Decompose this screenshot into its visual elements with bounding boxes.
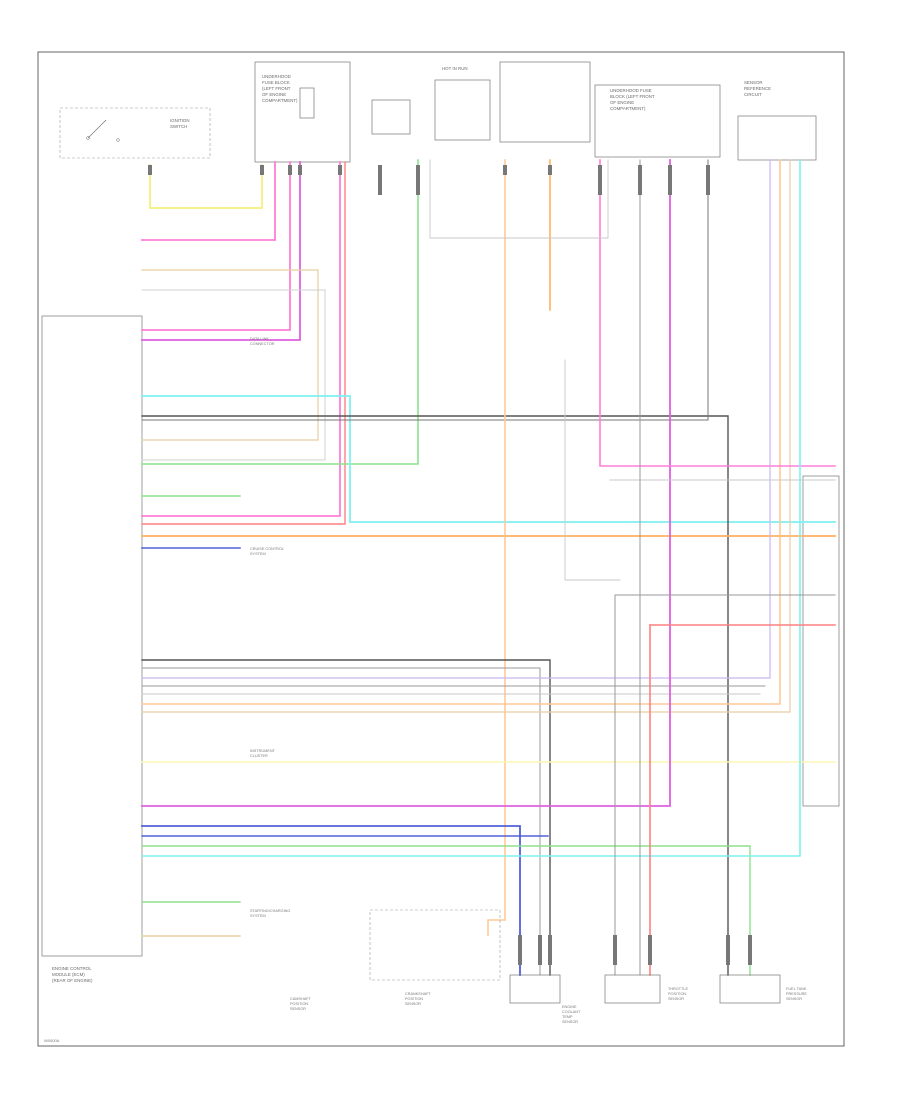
svg-text:MODULE (ECM): MODULE (ECM)	[52, 972, 85, 977]
ecm-label: ENGINE CONTROL MODULE (ECM) (REAR OF ENG…	[52, 966, 93, 983]
dashed-group-2	[369, 909, 501, 981]
footer-code: W0000A	[44, 1038, 60, 1043]
svg-text:POSITION: POSITION	[290, 1002, 308, 1006]
svg-text:COMPARTMENT): COMPARTMENT)	[262, 98, 298, 103]
svg-text:CONNECTOR: CONNECTOR	[250, 342, 275, 346]
svg-text:BLOCK (LEFT FRONT: BLOCK (LEFT FRONT	[610, 94, 655, 99]
svg-text:SWITCH: SWITCH	[170, 124, 187, 129]
svg-text:POSITION: POSITION	[405, 997, 423, 1001]
svg-text:IGNITION: IGNITION	[170, 118, 190, 123]
svg-text:POSITION: POSITION	[668, 992, 686, 996]
svg-text:CLUSTER: CLUSTER	[250, 754, 268, 758]
svg-text:THROTTLE: THROTTLE	[668, 987, 689, 991]
svg-text:UNDERHOOD FUSE: UNDERHOOD FUSE	[610, 88, 652, 93]
svg-text:STARTING/CHARGING: STARTING/CHARGING	[250, 909, 290, 913]
svg-text:PRESSURE: PRESSURE	[786, 992, 807, 996]
svg-text:SENSOR: SENSOR	[562, 1020, 578, 1024]
sensor-reference-box: SENSOR REFERENCE CIRCUIT	[737, 80, 817, 161]
svg-text:CAMSHAFT: CAMSHAFT	[290, 997, 312, 1001]
svg-text:CRUISE CONTROL: CRUISE CONTROL	[250, 547, 284, 551]
svg-text:SENSOR: SENSOR	[786, 997, 802, 1001]
svg-text:ENGINE: ENGINE	[562, 1005, 577, 1009]
dashed-group-1	[59, 107, 211, 159]
svg-text:SENSOR: SENSOR	[290, 1007, 306, 1011]
svg-text:(LEFT FRONT: (LEFT FRONT	[262, 86, 291, 91]
ecm-connector-block	[41, 315, 143, 957]
svg-text:SENSOR: SENSOR	[405, 1002, 421, 1006]
svg-text:COOLANT: COOLANT	[562, 1010, 581, 1014]
svg-text:SYSTEM: SYSTEM	[250, 552, 266, 556]
svg-text:TEMP: TEMP	[562, 1015, 573, 1019]
svg-text:ENGINE CONTROL: ENGINE CONTROL	[52, 966, 92, 971]
underhood-fuse-block-1: UNDERHOOD FUSE BLOCK (LEFT FRONT OF ENGI…	[254, 61, 351, 163]
svg-text:OF ENGINE: OF ENGINE	[262, 92, 286, 97]
svg-text:SENSOR: SENSOR	[744, 80, 763, 85]
svg-text:OF ENGINE: OF ENGINE	[610, 100, 634, 105]
svg-text:CRANKSHAFT: CRANKSHAFT	[405, 992, 431, 996]
relay: HOT IN RUN	[371, 66, 491, 141]
svg-text:REFERENCE: REFERENCE	[744, 86, 771, 91]
svg-text:INSTRUMENT: INSTRUMENT	[250, 749, 276, 753]
svg-text:DATA LINK: DATA LINK	[250, 337, 269, 341]
svg-text:SENSOR: SENSOR	[668, 997, 684, 1001]
diagram-frame	[37, 51, 845, 1047]
svg-text:SYSTEM: SYSTEM	[250, 914, 266, 918]
svg-text:HOT IN RUN: HOT IN RUN	[442, 66, 468, 71]
right-connector-block	[802, 475, 840, 807]
ignition-switch: IGNITION SWITCH	[86, 118, 190, 142]
svg-text:COMPARTMENT): COMPARTMENT)	[610, 106, 646, 111]
svg-text:CIRCUIT: CIRCUIT	[744, 92, 762, 97]
svg-text:UNDERHOOD: UNDERHOOD	[262, 74, 291, 79]
side-reference-labels: DATA LINK CONNECTOR CRUISE CONTROL SYSTE…	[250, 337, 290, 918]
connector-pins	[148, 165, 752, 965]
svg-text:FUEL TANK: FUEL TANK	[786, 987, 807, 991]
svg-text:FUSE BLOCK: FUSE BLOCK	[262, 80, 290, 85]
bottom-components: CAMSHAFT POSITION SENSOR CRANKSHAFT POSI…	[290, 974, 807, 1024]
underhood-fuse-block-2: UNDERHOOD FUSE BLOCK (LEFT FRONT OF ENGI…	[499, 61, 721, 158]
svg-text:(REAR OF ENGINE): (REAR OF ENGINE)	[52, 978, 93, 983]
wires	[141, 159, 836, 976]
